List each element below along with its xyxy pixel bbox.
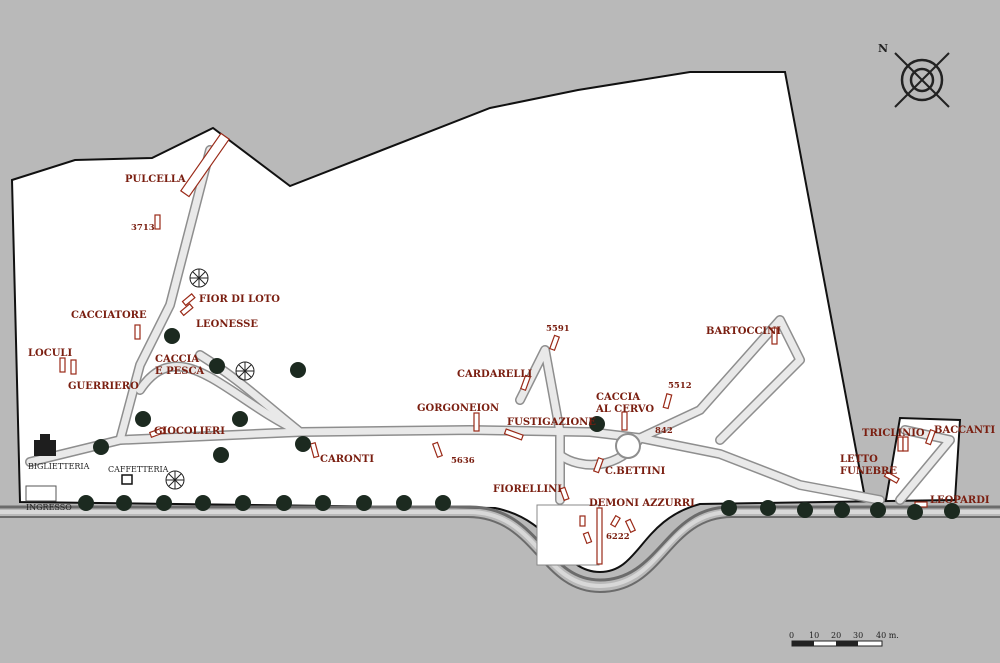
label-caronti: CARONTI (320, 454, 374, 465)
label-cardarelli: CARDARELLI (457, 369, 532, 380)
scale-tick-10: 10 (809, 631, 819, 640)
label-ingresso: INGRESSO (26, 503, 72, 512)
scale-tick-20: 20 (831, 631, 841, 640)
north-arrow-compass-icon (894, 52, 950, 108)
label-baccanti: BACCANTI (934, 425, 995, 436)
label-3713: 3713 (131, 223, 155, 233)
label-fiorellini: FIORELLINI (493, 484, 562, 495)
path-network (25, 145, 955, 505)
label-pulcella: PULCELLA (125, 174, 186, 185)
scale-bar (791, 640, 883, 647)
label-loculi: LOCULI (28, 348, 72, 359)
label-6222: 6222 (606, 532, 630, 542)
label-leopardi: LEOPARDI (930, 495, 990, 506)
entrance-buildings (25, 434, 133, 502)
wheel-tree-icons (165, 268, 255, 490)
label-caccia-pesca-line2: E PESCA (155, 366, 204, 377)
label-fustigazione: FUSTIGAZIONE (507, 417, 596, 428)
label-demoni-azzurri: DEMONI AZZURRI (589, 498, 695, 509)
label-cacciatore: CACCIATORE (71, 310, 147, 321)
label-bartoccini: BARTOCCINI (706, 326, 781, 337)
label-c-bettini: C.BETTINI (605, 466, 666, 477)
label-5636: 5636 (451, 456, 475, 466)
label-caccia-pesca-line1: CACCIA (155, 354, 199, 365)
label-caffetteria: CAFFETTERIA (108, 465, 169, 474)
label-5591: 5591 (546, 324, 570, 334)
scale-tick-0: 0 (789, 631, 794, 640)
label-842: 842 (655, 426, 673, 436)
label-guerriero: GUERRIERO (68, 381, 139, 392)
site-boundary (10, 71, 962, 574)
label-leonesse: LEONESSE (196, 319, 258, 330)
scale-tick-40: 40 m. (876, 631, 899, 640)
label-gorgoneion: GORGONEION (417, 403, 499, 414)
label-fior-di-loto: FIOR DI LOTO (199, 294, 280, 305)
tomb-markers (59, 132, 936, 565)
label-caccia-cervo-line1: CACCIA (596, 392, 640, 403)
label-letto-funebre-line2: FUNEBRE (840, 466, 897, 477)
road (0, 505, 1000, 594)
label-5512: 5512 (668, 381, 692, 391)
north-label: N (878, 42, 888, 55)
label-biglietteria: BIGLIETTERIA (28, 462, 90, 471)
label-giocolieri: GIOCOLIERI (154, 426, 225, 437)
label-caccia-cervo-line2: AL CERVO (595, 404, 654, 415)
label-triclinio: TRICLINIO (862, 428, 925, 439)
label-letto-funebre-line1: LETTO (840, 454, 878, 465)
trees (78, 328, 960, 520)
scale-tick-30: 30 (853, 631, 863, 640)
